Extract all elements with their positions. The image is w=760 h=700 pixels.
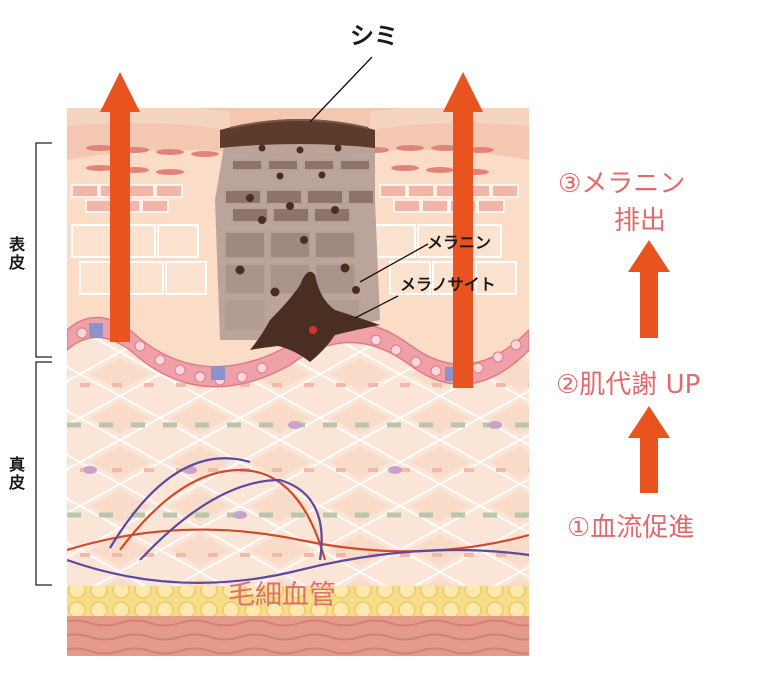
spot-stain [220, 119, 375, 148]
epidermis-label: 表皮 [8, 235, 25, 272]
shimi-label: シミ [350, 22, 398, 50]
basal-cells [76, 327, 522, 386]
up-arrow-icon [100, 72, 140, 342]
melanin-leader-line [359, 243, 429, 283]
fat-layer [67, 582, 529, 616]
fibroblasts [83, 421, 502, 519]
step2-label: ②肌代謝 UP [556, 370, 701, 400]
step3-sub-label: 排出 [614, 206, 667, 236]
melanocyte-cell [250, 271, 380, 362]
skin-surface [67, 108, 230, 130]
muscle-layer [67, 612, 529, 656]
skin-layers [67, 108, 529, 656]
shimi-leader-line [309, 56, 373, 123]
up-arrow-icon [443, 72, 483, 388]
melanocyte-label: メラノサイト [400, 275, 496, 294]
basal-stem-cell [211, 366, 225, 380]
spot-highlight [229, 119, 369, 129]
epidermis-bracket [35, 142, 52, 358]
melanocyte-nucleus [309, 326, 317, 334]
step3-label: ③メラニン [558, 169, 686, 199]
melanin-label: メラニン [427, 233, 492, 252]
skin-surface [370, 108, 529, 130]
up-arrow-icon [628, 406, 670, 493]
step1-label: ①血流促進 [567, 513, 695, 543]
capillaries-label: 毛細血管 [228, 580, 336, 611]
up-arrow-icon [628, 240, 670, 338]
dermis-fibers-pink [80, 383, 529, 557]
dermis-label: 真皮 [8, 455, 25, 492]
capillaries [67, 457, 529, 584]
melanin-granules [235, 144, 360, 297]
dermis-bracket [35, 361, 52, 586]
basal-stem-cell [89, 323, 103, 337]
melanocyte-leader-line [354, 295, 399, 319]
